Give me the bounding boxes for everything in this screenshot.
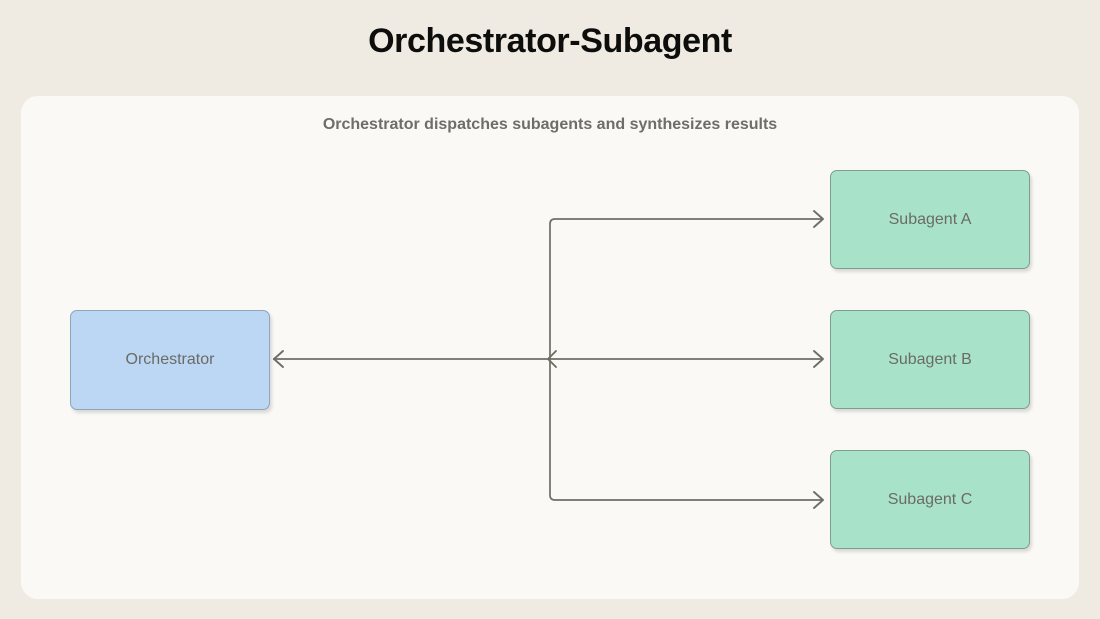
arrowhead-subagent-c	[813, 491, 824, 509]
node-orchestrator-label: Orchestrator	[125, 351, 215, 368]
node-subagent-c[interactable]: Subagent C	[830, 450, 1030, 549]
page-title: Orchestrator-Subagent	[368, 22, 732, 60]
arrowhead-junction-return	[547, 350, 557, 368]
diagram-subtitle: Orchestrator dispatches subagents and sy…	[322, 116, 778, 133]
node-subagent-a-label: Subagent A	[888, 210, 972, 228]
arrowhead-subagent-a	[813, 210, 824, 228]
edge-trunk-vertical	[549, 218, 556, 501]
node-subagent-c-label: Subagent C	[887, 490, 973, 508]
node-subagent-b[interactable]: Subagent B	[830, 310, 1030, 409]
diagram-card: Orchestrator dispatches subagents and sy…	[21, 96, 1079, 599]
node-subagent-b-label: Subagent B	[888, 350, 972, 368]
node-subagent-a[interactable]: Subagent A	[830, 170, 1030, 269]
arrowhead-orchestrator-return	[273, 350, 284, 368]
node-orchestrator[interactable]: Orchestrator	[70, 310, 270, 410]
arrowhead-subagent-b	[813, 350, 824, 368]
